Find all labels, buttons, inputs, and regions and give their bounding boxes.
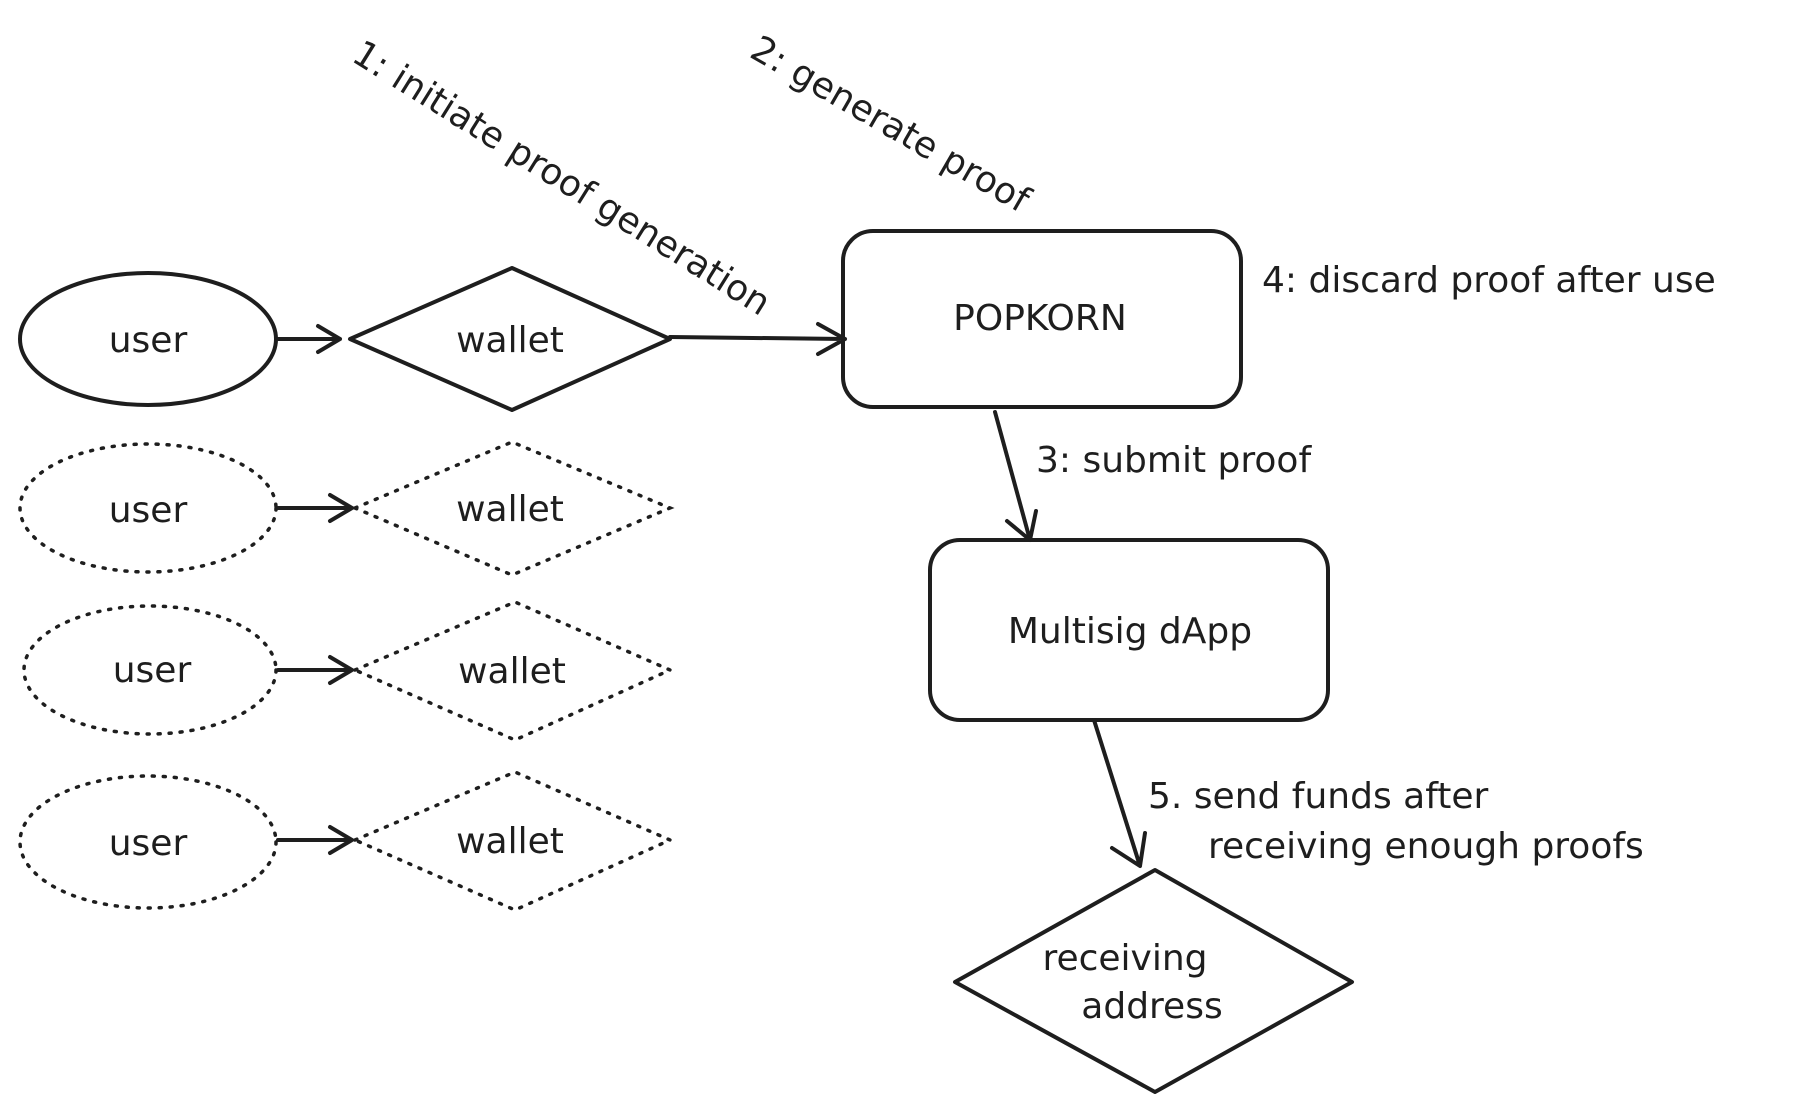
- user-ghost-label-1: user: [109, 490, 188, 531]
- user-to-wallet-arrow: [274, 324, 342, 354]
- receiving-address-label-line2: address: [1081, 986, 1222, 1027]
- multisig-to-receiving-arrow: [1092, 718, 1147, 868]
- ghost-arrow-3: [276, 825, 354, 855]
- wallet-ghost-label-3: wallet: [456, 821, 564, 862]
- ghost-arrow-2: [276, 655, 354, 685]
- step5-note-line1: 5. send funds after: [1148, 776, 1489, 817]
- wallet-ghost-diamond-3: [350, 770, 675, 912]
- wallet-ghost-label-2: wallet: [458, 651, 566, 692]
- user-ghost-ellipse-3: [18, 774, 278, 910]
- ghost-arrow-1: [276, 493, 354, 523]
- popkorn-box: [841, 229, 1243, 409]
- wallet-ghost-diamond-2: [350, 600, 675, 742]
- wallet-ghost-diamond-1: [350, 440, 675, 577]
- receiving-address-diamond: [953, 868, 1354, 1094]
- popkorn-label: POPKORN: [953, 298, 1127, 339]
- step1-note: 1: initiate proof generation: [345, 33, 777, 324]
- user-ghost-label-2: user: [113, 650, 192, 691]
- wallet-main-label: wallet: [456, 320, 564, 361]
- wallet-to-popkorn-arrow: [668, 322, 847, 356]
- user-ghost-label-3: user: [109, 823, 188, 864]
- multisig-label: Multisig dApp: [1008, 611, 1252, 652]
- step5-note-line2: receiving enough proofs: [1208, 826, 1644, 867]
- step3-note: 3: submit proof: [1036, 440, 1312, 481]
- user-main-label: user: [109, 320, 188, 361]
- wallet-ghost-label-1: wallet: [456, 489, 564, 530]
- step4-note: 4: discard proof after use: [1262, 260, 1716, 301]
- step2-note: 2: generate proof: [744, 28, 1038, 221]
- popkorn-to-multisig-arrow: [993, 410, 1038, 542]
- receiving-address-label-line1: receiving: [1042, 938, 1207, 979]
- multisig-box: [928, 538, 1330, 722]
